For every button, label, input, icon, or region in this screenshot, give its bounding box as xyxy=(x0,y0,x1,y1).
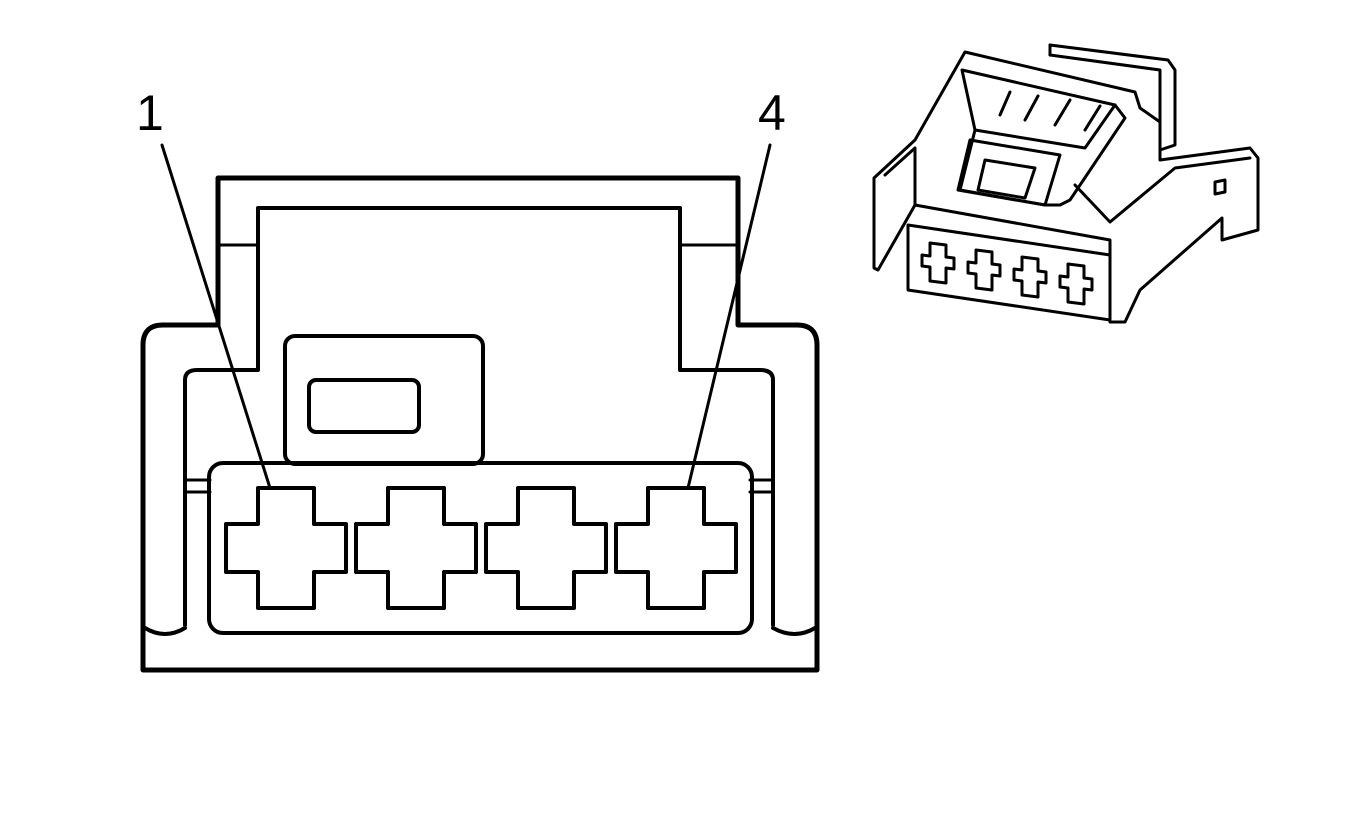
leader-line-pin-1 xyxy=(160,143,272,490)
iso-terminal-cavity-1 xyxy=(920,241,956,285)
iso-latch-window-inner xyxy=(976,158,1037,200)
terminal-cavities xyxy=(224,486,738,610)
leader-line-pin-4 xyxy=(686,143,772,490)
left-rail-foot xyxy=(143,626,187,636)
terminal-cavity-4 xyxy=(614,486,738,610)
connector-isometric-view xyxy=(872,43,1260,324)
iso-rear-latch xyxy=(1048,43,1177,152)
iso-front-face xyxy=(906,223,1112,322)
terminal-cavity-1 xyxy=(224,486,348,610)
terminal-block xyxy=(207,461,754,635)
terminal-cavity-2 xyxy=(354,486,478,610)
iso-side-wall xyxy=(883,146,1252,224)
latch-window xyxy=(307,378,421,434)
iso-latch-ramp xyxy=(958,68,1127,207)
terminal-cavity-3 xyxy=(484,486,608,610)
connector-face-view xyxy=(140,143,820,673)
housing-inner-outline xyxy=(183,206,775,627)
iso-side-notch xyxy=(1213,178,1227,196)
pin-label-1: 1 xyxy=(136,85,164,141)
pin-label-4: 4 xyxy=(758,85,786,141)
iso-terminal-cavity-4 xyxy=(1058,262,1094,306)
iso-latch-ridges xyxy=(973,90,1117,150)
iso-terminal-cavity-2 xyxy=(966,248,1002,292)
housing-outline xyxy=(140,175,820,673)
right-rail-foot xyxy=(771,626,817,636)
latch-tab xyxy=(283,334,485,466)
iso-latch-window-outer xyxy=(956,138,1062,207)
iso-top-shell xyxy=(872,50,1260,324)
iso-terminal-cavities xyxy=(920,241,1094,306)
iso-terminal-cavity-3 xyxy=(1012,255,1048,299)
